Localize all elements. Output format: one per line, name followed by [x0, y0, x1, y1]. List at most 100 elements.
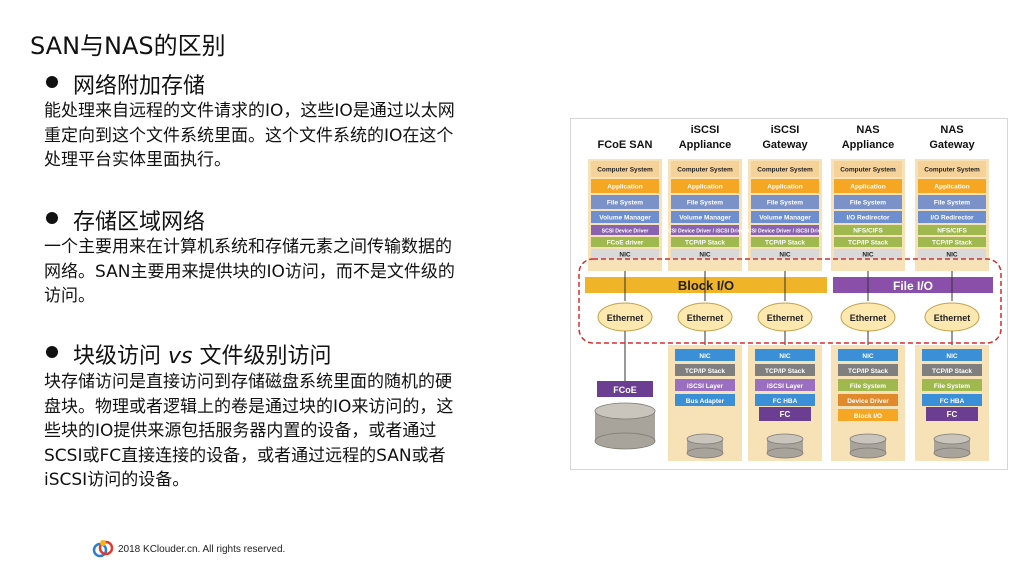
column-title: Appliance — [679, 139, 732, 151]
stack-layer — [918, 249, 986, 259]
stack-layer-label: Computer System — [677, 167, 733, 174]
ethernet-label: Ethernet — [934, 313, 971, 323]
stack-layer — [922, 379, 982, 391]
stack-layer-label: TCP/IP Stack — [932, 240, 972, 247]
stack-layer — [834, 225, 902, 235]
fc-label: FC — [947, 410, 958, 419]
stack-layer-label: Computer System — [840, 167, 896, 174]
ethernet-label: Ethernet — [850, 313, 887, 323]
paragraph-line: 块存储访问是直接访问到存储磁盘系统里面的随机的硬 — [44, 372, 452, 392]
stack-layer-label: NIC — [699, 252, 711, 259]
stack-layer-label: File System — [850, 200, 886, 207]
stack-layer — [918, 225, 986, 235]
bullet-icon — [46, 76, 58, 88]
stack-layer — [751, 249, 819, 259]
stack-layer-label: File System — [934, 200, 970, 207]
paragraph-line: SCSI或FC直接连接的设备，或者通过远程的SAN或者 — [44, 445, 446, 466]
ethernet-label: Ethernet — [767, 313, 804, 323]
stack-layer — [834, 237, 902, 247]
stack-layer — [675, 364, 735, 376]
stack-layer-label: NIC — [699, 353, 711, 360]
stack-layer-label: Application — [767, 184, 802, 191]
stack-layer — [591, 195, 659, 209]
slide-title: SAN与NAS的区别 — [30, 32, 226, 60]
dashed-boundary — [578, 258, 1002, 344]
stack-layer — [671, 237, 739, 247]
paragraph-line: 重定向到这个文件系统里面。这个文件系统的IO在这个 — [44, 125, 454, 146]
fc-label: FC — [780, 410, 791, 419]
stack-layer-label: SCSI Device Driver / iSCSI Driver — [744, 229, 825, 235]
stack-layer-label: Block I/O — [854, 413, 882, 420]
stack-layer — [838, 409, 898, 421]
stack-layer-label: Volume Manager — [599, 215, 651, 222]
bullet-icon — [46, 346, 58, 358]
stack-layer-label: FC HBA — [773, 398, 798, 405]
stack-layer — [838, 349, 898, 361]
stack-layer-label: File System — [934, 383, 970, 390]
stack-layer-label: Application — [934, 184, 969, 191]
block-io-bar — [585, 277, 827, 293]
stack-layer-label: Application — [687, 184, 722, 191]
stack-layer — [918, 195, 986, 209]
stack-layer — [591, 249, 659, 259]
storage-disk-top — [849, 433, 887, 445]
stack-layer — [834, 179, 902, 193]
stack-layer — [591, 161, 659, 177]
stack-layer-label: Computer System — [597, 167, 653, 174]
stack-layer — [834, 161, 902, 177]
stack-layer — [751, 195, 819, 209]
stack-layer-label: I/O Redirector — [931, 215, 974, 222]
storage-disk-top — [933, 433, 971, 445]
stack-layer-label: NIC — [862, 353, 874, 360]
paragraph-line: 些块的IO提供来源包括服务器内置的设备，或者通过 — [44, 421, 437, 441]
stack-layer — [751, 237, 819, 247]
stack-layer — [591, 211, 659, 223]
stack-layer-label: Bus Adapter — [686, 398, 725, 405]
fcoe-label: FCoE — [613, 385, 637, 395]
stack-layer-label: Computer System — [924, 167, 980, 174]
stack-layer — [834, 211, 902, 223]
column-title: Gateway — [929, 139, 975, 151]
stack-layer-label: Application — [607, 184, 642, 191]
stack-layer — [755, 379, 815, 391]
fc-label-box — [759, 407, 811, 421]
heading-part: 块级访问 — [73, 344, 168, 369]
column-title: iSCSI — [691, 124, 720, 136]
stack-layer-label: NIC — [779, 252, 791, 259]
stack-layer-label: Volume Manager — [759, 215, 811, 222]
column-title: NAS — [856, 124, 879, 136]
stack-layer-label: Device Driver — [847, 398, 889, 405]
section-heading-text: 存储区域网络 — [73, 210, 206, 235]
stack-layer-label: File System — [687, 200, 723, 207]
stack-layer — [838, 364, 898, 376]
stack-layer-label: SCSI Device Driver — [602, 229, 649, 235]
file-io-label: File I/O — [893, 279, 933, 293]
ethernet-label: Ethernet — [607, 313, 644, 323]
heading-vs: vs — [168, 344, 193, 369]
stack-layer — [834, 195, 902, 209]
storage-disk-bottom — [766, 447, 804, 459]
paragraph-line: 能处理来自远程的文件请求的IO，这些IO是通过以太网 — [44, 101, 455, 121]
stack-layer-label: NIC — [862, 252, 874, 259]
paragraph-line: 一个主要用来在计算机系统和存储元素之间传输数据的 — [44, 237, 452, 257]
stack-layer-label: FC HBA — [940, 398, 965, 405]
block-io-label: Block I/O — [678, 278, 734, 293]
paragraph-line: 网络。SAN主要用来提供块的IO访问，而不是文件级的 — [44, 261, 455, 282]
stack-layer-label: TCP/IP Stack — [685, 368, 725, 375]
paragraph-line: iSCSI访问的设备。 — [44, 470, 190, 490]
fc-label-box — [926, 407, 978, 421]
stack-layer-label: Volume Manager — [679, 215, 731, 222]
stack-layer — [751, 211, 819, 223]
stack-layer-label: SCSI Device Driver / iSCSI Driver — [664, 229, 745, 235]
stack-layer-label: Computer System — [757, 167, 813, 174]
stack-layer — [671, 179, 739, 193]
stack-layer — [838, 379, 898, 391]
stack-layer-label: NFS/CIFS — [853, 228, 883, 235]
stack-layer — [671, 249, 739, 259]
stack-layer-label: NIC — [779, 353, 791, 360]
stack-layer — [675, 379, 735, 391]
stack-layer — [755, 349, 815, 361]
stack-layer-label: Application — [850, 184, 885, 191]
